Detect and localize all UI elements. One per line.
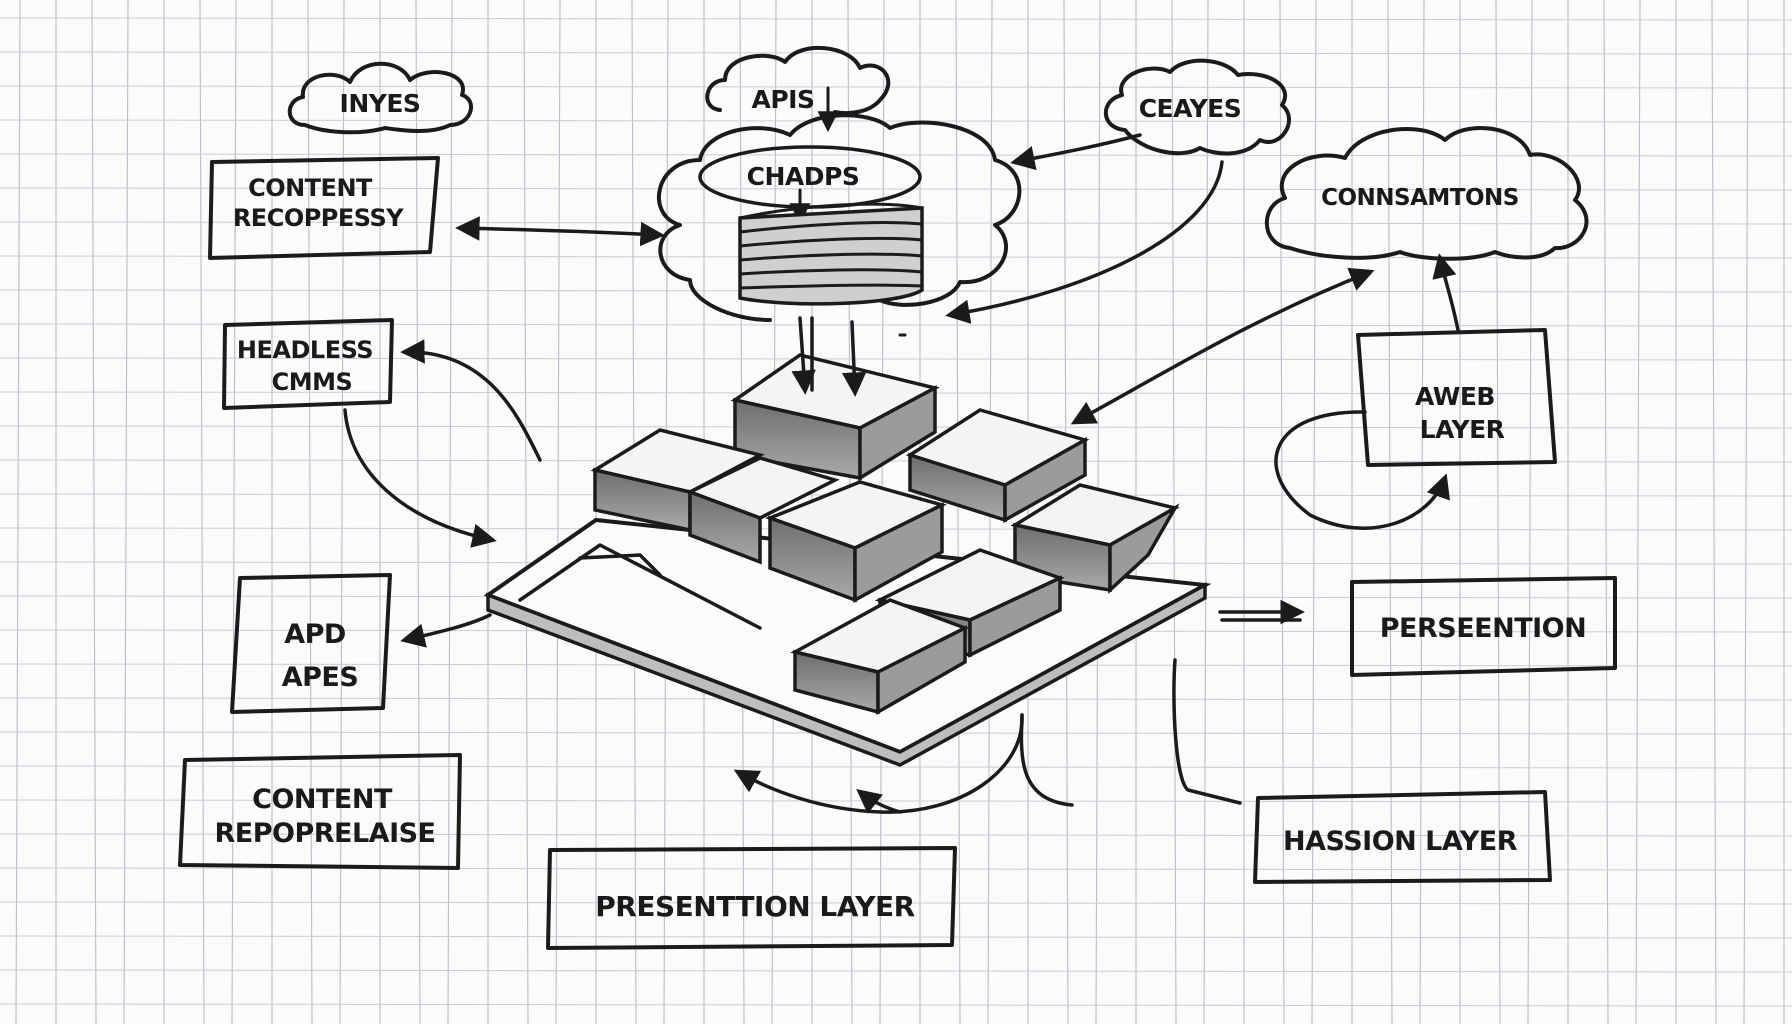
database-stack	[738, 202, 924, 306]
grid-line	[1387, 0, 1393, 1024]
cloud-chadps: CHADPS	[656, 113, 1022, 322]
grid-line	[555, 0, 561, 1024]
cloud-inyes: INYES	[287, 61, 473, 135]
grid-line	[1419, 0, 1425, 1024]
box-label: HASSION LAYER	[1283, 826, 1518, 857]
grid-line	[1279, 0, 1285, 1024]
grid-line	[15, 0, 21, 1024]
grid-line	[1635, 0, 1641, 1024]
box-label: AWEB	[1415, 382, 1495, 411]
grid-line	[0, 867, 1792, 871]
grid-line	[0, 799, 1792, 803]
block	[765, 480, 947, 603]
cloud-label: INYES	[340, 89, 421, 118]
block	[790, 598, 970, 716]
grid-line	[0, 901, 1792, 905]
box-presentation-layer: PRESENTTION LAYER	[546, 846, 957, 950]
grid-line	[523, 0, 529, 1024]
cloud-label: CEAYES	[1139, 94, 1242, 123]
box-content-reporelaise: CONTENT REPOPRELAISE	[178, 753, 462, 870]
box-label: HEADLESS	[237, 336, 373, 364]
box-content-repository: CONTENT RECOPPESSY	[208, 156, 440, 260]
grid-line	[1711, 0, 1717, 1024]
grid-line	[1311, 0, 1317, 1024]
grid-line	[307, 0, 313, 1024]
box-web-layer: AWEB LAYER	[1356, 328, 1557, 467]
grid-line	[0, 765, 1792, 769]
box-label: APD	[284, 619, 346, 650]
grid-line	[0, 17, 1792, 21]
box-perseention: PERSEENTION	[1350, 576, 1617, 677]
box-headless-cms: HEADLESS CMMS	[222, 318, 394, 410]
box-apd-apes: APD APES	[230, 573, 392, 714]
platform-blocks	[590, 353, 1180, 716]
box-label: APES	[282, 662, 359, 693]
grid-line	[0, 85, 1792, 89]
block	[730, 353, 940, 482]
grid-line	[1743, 0, 1749, 1024]
grid-line	[447, 0, 453, 1024]
grid-line	[0, 357, 1792, 361]
box-label: RECOPPESSY	[233, 204, 404, 232]
grid-line	[955, 0, 961, 1024]
cloud-label: APIS	[752, 85, 815, 114]
grid-line	[123, 0, 129, 1024]
cloud-label: CONNSAMTONS	[1321, 185, 1519, 211]
grid-line	[0, 833, 1792, 837]
connector-arrows	[343, 133, 1460, 814]
box-label: REPOPRELAISE	[214, 818, 435, 849]
grid-line	[0, 935, 1792, 939]
grid-line	[1603, 0, 1609, 1024]
grid-line	[0, 153, 1792, 157]
grid-line	[0, 119, 1792, 123]
grid-line	[231, 0, 237, 1024]
grid-line	[0, 1003, 1792, 1007]
block	[905, 408, 1090, 523]
box-label: CONTENT	[252, 784, 393, 815]
grid-line	[339, 0, 345, 1024]
grid-line	[199, 0, 205, 1024]
cloud-apis: APIS	[705, 45, 891, 133]
box-label: PERSEENTION	[1380, 613, 1586, 644]
grid-line	[0, 51, 1792, 55]
box-hassion-layer: HASSION LAYER	[1253, 790, 1552, 884]
box-label: CONTENT	[248, 174, 373, 202]
grid-line	[0, 187, 1792, 191]
block	[685, 456, 840, 565]
cloud-ceayes: CEAYES	[1103, 58, 1291, 156]
grid-line	[1203, 0, 1209, 1024]
grid-line	[1527, 0, 1533, 1024]
grid-line	[0, 969, 1792, 973]
box-label: PRESENTTION LAYER	[595, 890, 914, 923]
cloud-label: CHADPS	[747, 162, 860, 191]
box-label: CMMS	[272, 368, 353, 396]
grid-line	[1495, 0, 1501, 1024]
box-label: LAYER	[1420, 415, 1505, 444]
grid-line	[91, 0, 97, 1024]
